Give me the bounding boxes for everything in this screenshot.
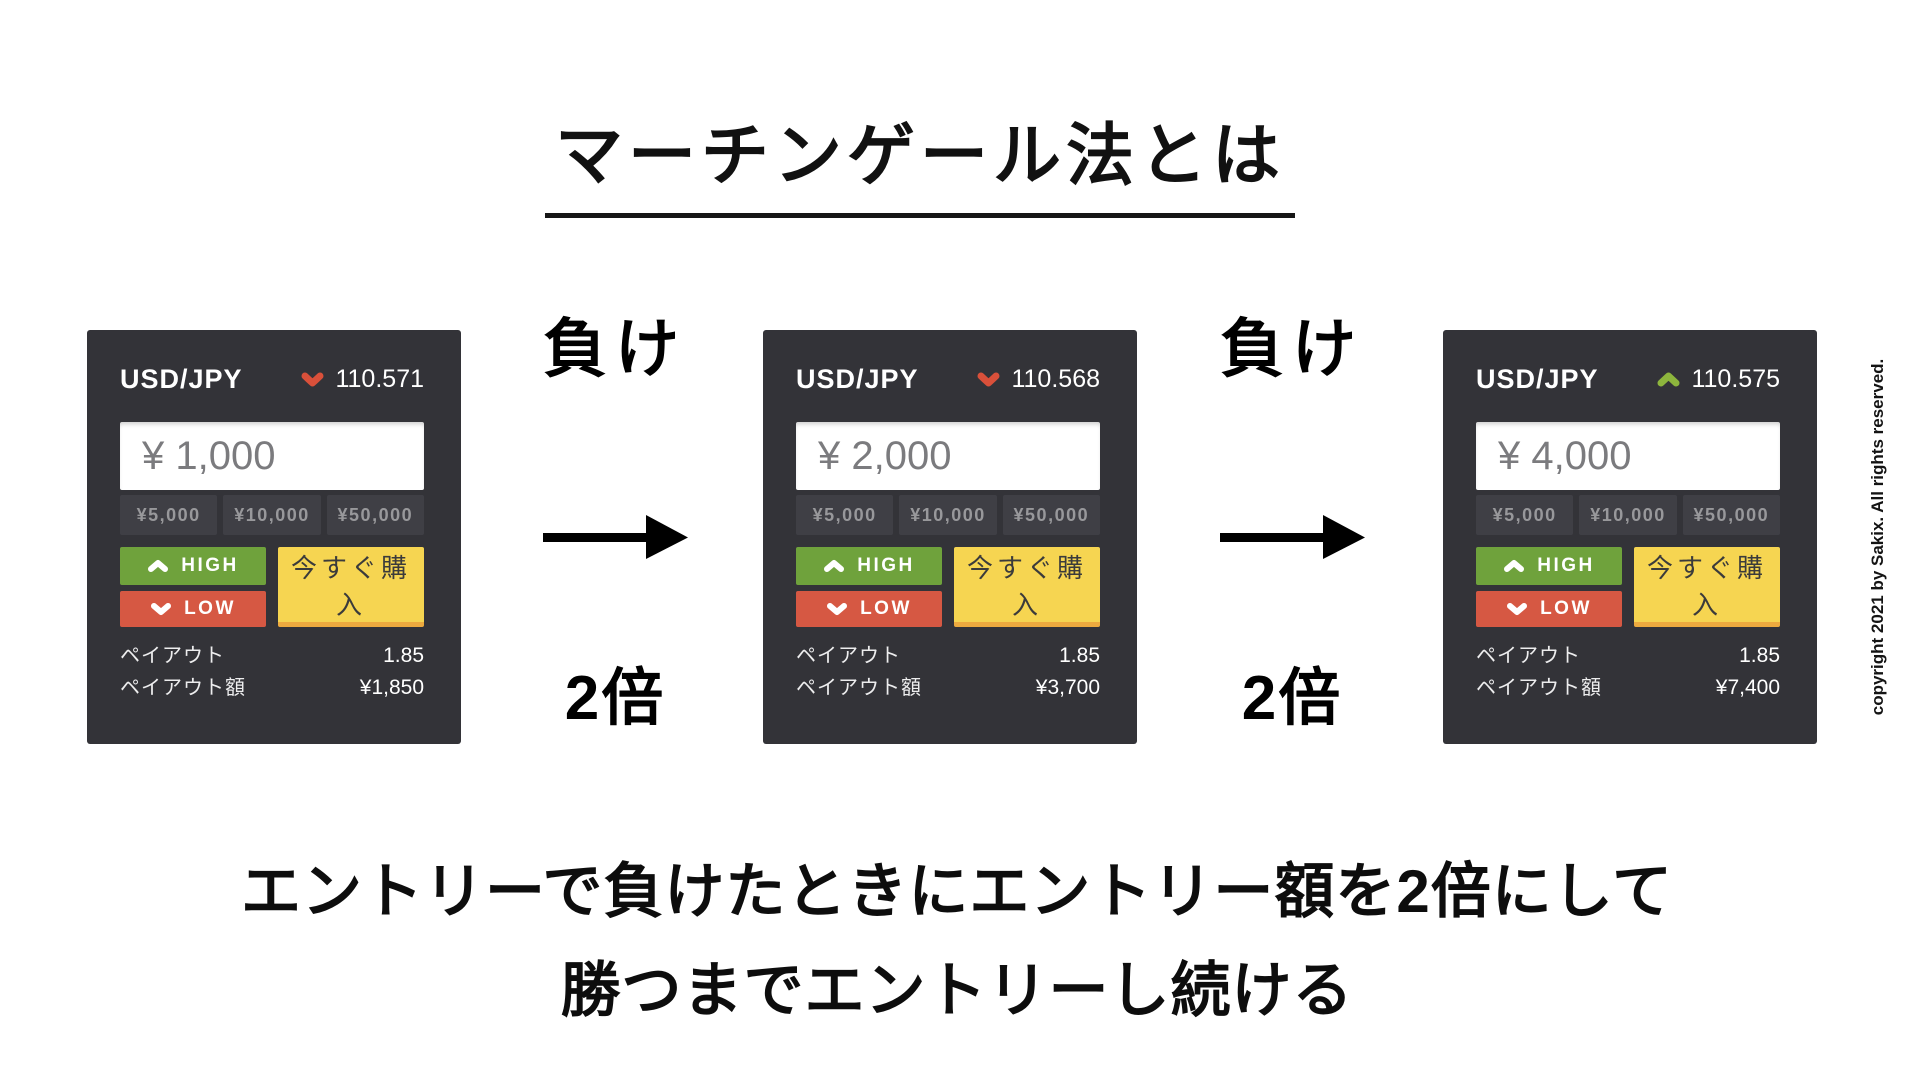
right-arrow-icon — [1182, 515, 1402, 559]
low-button[interactable]: LOW — [796, 591, 942, 627]
payout-amount-row: ペイアウト額 ¥3,700 — [796, 671, 1100, 700]
amount-input[interactable]: ¥ 2,000 — [796, 422, 1100, 490]
high-button[interactable]: HIGH — [796, 547, 942, 585]
price-indicator: 110.571 — [301, 365, 424, 394]
high-low-column: HIGH LOW — [796, 547, 942, 627]
double-label: 2倍 — [1241, 664, 1343, 733]
payout-row: ペイアウト 1.85 — [120, 639, 424, 668]
payout-value: 1.85 — [1739, 644, 1780, 667]
trade-panel-1: USD/JPY 110.571 ¥ 1,000 ¥5,000 ¥10,000 ¥… — [87, 330, 461, 744]
chevron-up-icon — [824, 560, 845, 572]
caption-line-1: エントリーで負けたときにエントリー額を2倍にして — [241, 858, 1673, 925]
connector-1: 負け 2倍 — [505, 298, 725, 737]
buy-now-button[interactable]: 今すぐ購入 — [1634, 547, 1780, 627]
low-button-label: LOW — [1540, 598, 1592, 619]
payout-amount-label: ペイアウト額 — [120, 677, 246, 699]
quick-amount-button-5000[interactable]: ¥5,000 — [120, 495, 218, 535]
price-down-icon — [977, 372, 1000, 387]
lose-label: 負け — [543, 313, 687, 385]
payout-amount-value: ¥3,700 — [1035, 676, 1100, 699]
payout-amount-value: ¥1,850 — [359, 676, 424, 699]
chevron-up-icon — [1504, 560, 1525, 572]
payout-value: 1.85 — [383, 644, 424, 667]
copyright-notice: copyright 2021 by Sakix. All rights rese… — [1868, 358, 1887, 716]
currency-pair-label: USD/JPY — [120, 364, 243, 394]
amount-input[interactable]: ¥ 4,000 — [1476, 422, 1780, 490]
high-low-column: HIGH LOW — [120, 547, 266, 627]
quick-amount-button-10000[interactable]: ¥10,000 — [223, 495, 321, 535]
panel-header: USD/JPY 110.568 — [796, 364, 1100, 395]
lose-label: 負け — [1220, 313, 1364, 385]
price-down-icon — [301, 372, 324, 387]
trade-panel-2: USD/JPY 110.568 ¥ 2,000 ¥5,000 ¥10,000 ¥… — [763, 330, 1137, 744]
quick-amount-button-50000[interactable]: ¥50,000 — [1682, 495, 1780, 535]
payout-amount-value: ¥7,400 — [1715, 676, 1780, 699]
currency-pair-label: USD/JPY — [1476, 364, 1599, 394]
quick-amount-button-10000[interactable]: ¥10,000 — [1579, 495, 1677, 535]
quick-amount-button-50000[interactable]: ¥50,000 — [326, 495, 424, 535]
connector-2: 負け 2倍 — [1182, 298, 1402, 737]
double-label: 2倍 — [564, 664, 666, 733]
price-indicator: 110.575 — [1657, 365, 1780, 394]
price-value: 110.575 — [1691, 365, 1780, 393]
chevron-down-icon — [1507, 603, 1528, 615]
payout-amount-row: ペイアウト額 ¥7,400 — [1476, 671, 1780, 700]
payout-label: ペイアウト — [1476, 645, 1581, 667]
chevron-up-icon — [148, 560, 169, 572]
price-indicator: 110.568 — [977, 365, 1100, 394]
quick-amount-button-10000[interactable]: ¥10,000 — [899, 495, 997, 535]
buy-now-button[interactable]: 今すぐ購入 — [278, 547, 424, 627]
payout-amount-label: ペイアウト額 — [796, 677, 922, 699]
quick-amount-row: ¥5,000 ¥10,000 ¥50,000 — [1476, 495, 1780, 535]
quick-amount-row: ¥5,000 ¥10,000 ¥50,000 — [796, 495, 1100, 535]
low-button-label: LOW — [860, 598, 912, 619]
buy-now-button[interactable]: 今すぐ購入 — [954, 547, 1100, 627]
payout-amount-row: ペイアウト額 ¥1,850 — [120, 671, 424, 700]
price-value: 110.571 — [335, 365, 424, 393]
high-button-label: HIGH — [181, 555, 239, 576]
quick-amount-button-5000[interactable]: ¥5,000 — [1476, 495, 1574, 535]
chevron-down-icon — [151, 603, 172, 615]
chevron-down-icon — [827, 603, 848, 615]
caption-line-2: 勝つまでエントリーし続ける — [560, 957, 1354, 1024]
quick-amount-button-50000[interactable]: ¥50,000 — [1002, 495, 1100, 535]
high-button[interactable]: HIGH — [1476, 547, 1622, 585]
payout-value: 1.85 — [1059, 644, 1100, 667]
right-arrow-icon — [505, 515, 725, 559]
payout-amount-label: ペイアウト額 — [1476, 677, 1602, 699]
payout-row: ペイアウト 1.85 — [1476, 639, 1780, 668]
low-button[interactable]: LOW — [120, 591, 266, 627]
page-title: マーチンゲール法とは — [544, 100, 1296, 218]
low-button[interactable]: LOW — [1476, 591, 1622, 627]
high-low-column: HIGH LOW — [1476, 547, 1622, 627]
quick-amount-button-5000[interactable]: ¥5,000 — [796, 495, 894, 535]
price-up-icon — [1657, 372, 1680, 387]
panel-header: USD/JPY 110.575 — [1476, 364, 1780, 395]
payout-label: ペイアウト — [796, 645, 901, 667]
high-button-label: HIGH — [1537, 555, 1595, 576]
currency-pair-label: USD/JPY — [796, 364, 919, 394]
payout-label: ペイアウト — [120, 645, 225, 667]
quick-amount-row: ¥5,000 ¥10,000 ¥50,000 — [120, 495, 424, 535]
panel-header: USD/JPY 110.571 — [120, 364, 424, 395]
high-button-label: HIGH — [857, 555, 915, 576]
price-value: 110.568 — [1011, 365, 1100, 393]
payout-row: ペイアウト 1.85 — [796, 639, 1100, 668]
low-button-label: LOW — [184, 598, 236, 619]
trade-panel-3: USD/JPY 110.575 ¥ 4,000 ¥5,000 ¥10,000 ¥… — [1443, 330, 1817, 744]
amount-input[interactable]: ¥ 1,000 — [120, 422, 424, 490]
high-button[interactable]: HIGH — [120, 547, 266, 585]
